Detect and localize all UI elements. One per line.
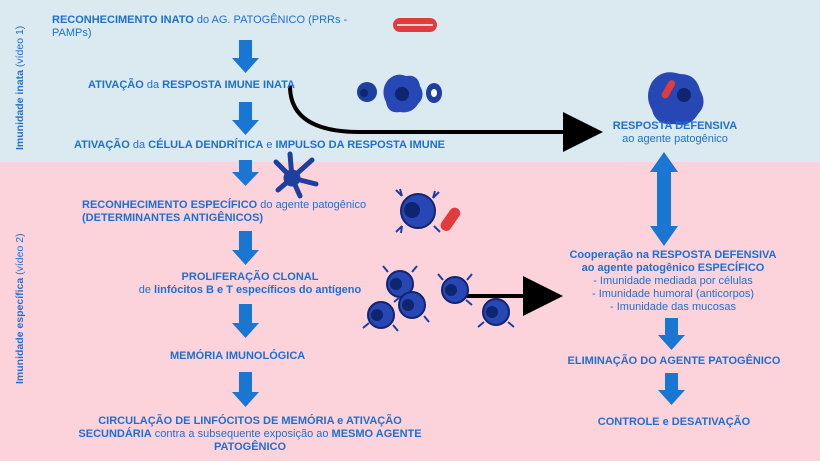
innate-cells-icon <box>357 74 442 113</box>
flow-arrows-right <box>650 152 685 405</box>
step-innate-activation: ATIVAÇÃO da RESPOSTA IMUNE INATA <box>88 79 295 91</box>
pathogen-icon <box>393 18 437 32</box>
b-cell-antigen-icon <box>395 188 461 234</box>
double-arrow <box>650 152 678 246</box>
curved-arrow <box>288 85 603 152</box>
step-innate-recognition: RECONHECIMENTO INATO do AG. PATOGÊNICO (… <box>52 14 348 39</box>
step-specific-recognition: RECONHECIMENTO ESPECÍFICO do agente pato… <box>82 199 367 224</box>
macrophage-icon <box>648 72 704 125</box>
down-arrow <box>658 318 685 350</box>
control-deactivation: CONTROLE e DESATIVAÇÃO <box>597 416 751 428</box>
down-arrow <box>232 231 259 265</box>
down-arrow <box>232 102 259 135</box>
down-arrow <box>232 372 259 407</box>
pathogen-elimination: ELIMINAÇÃO DO AGENTE PATOGÊNICO <box>567 355 781 367</box>
down-arrow <box>232 40 259 73</box>
down-arrow <box>658 373 685 405</box>
down-arrow <box>232 160 259 186</box>
step-dendritic-activation: ATIVAÇÃO da CÉLULA DENDRÍTICA e IMPULSO … <box>74 139 445 151</box>
step-immune-memory: MEMÓRIA IMUNOLÓGICA <box>170 350 306 362</box>
down-arrow <box>232 304 259 338</box>
flow-arrows-left <box>232 40 259 407</box>
lymphocyte-clones-icon <box>362 265 515 332</box>
dendritic-cell-icon <box>273 151 319 199</box>
step-memory-circulation: CIRCULAÇÃO DE LINFÓCITOS DE MEMÓRIA e AT… <box>78 415 422 453</box>
